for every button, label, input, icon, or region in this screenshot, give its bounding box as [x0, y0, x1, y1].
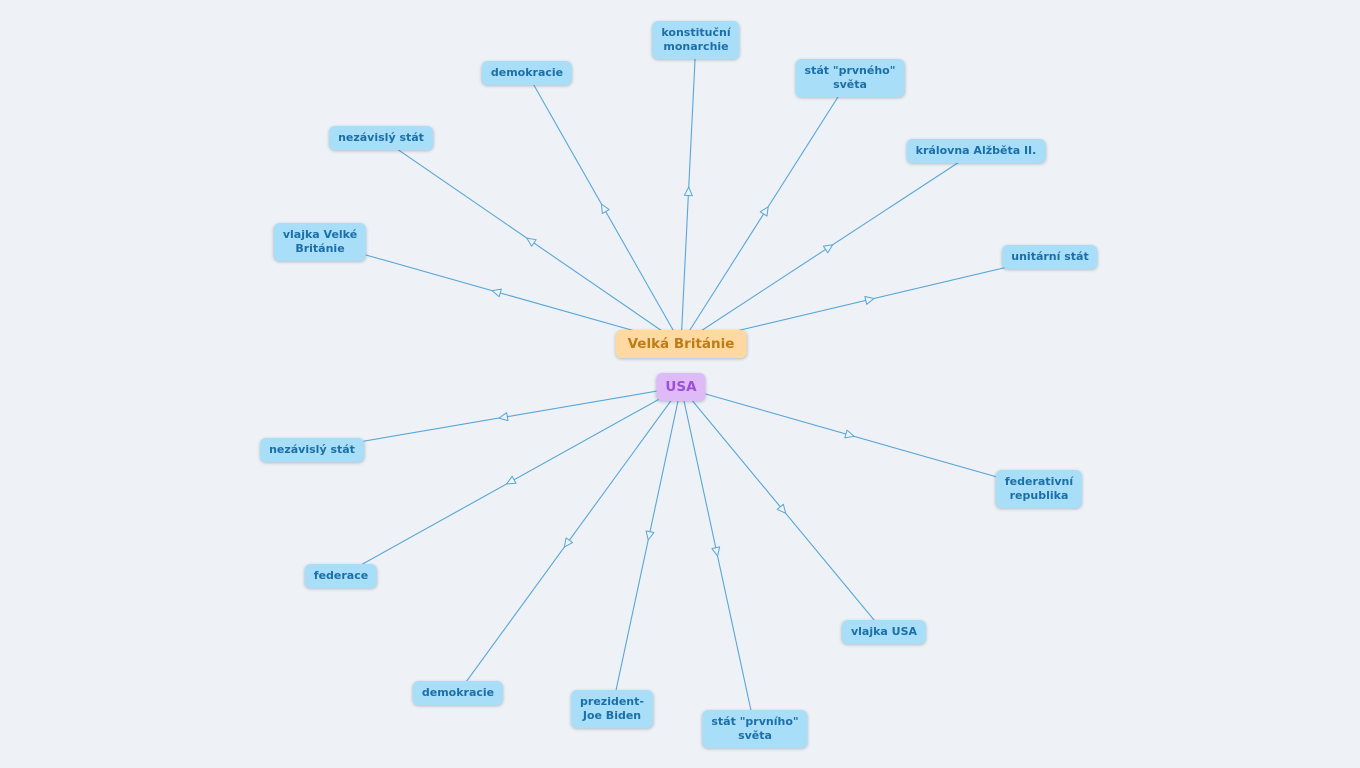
node-label: Británie [295, 242, 345, 255]
node-label: Velká Británie [627, 336, 735, 352]
node-label: nezávislý stát [338, 131, 424, 144]
edge-arrowhead-icon [506, 475, 517, 485]
node-label: světa [833, 78, 867, 91]
edge-arrowhead-icon [711, 546, 721, 557]
edge-arrowhead-icon [498, 412, 509, 422]
node-label: demokracie [490, 66, 564, 79]
edge-line [611, 386, 682, 710]
edge-arrowhead-icon [645, 530, 655, 541]
node-label: královna Alžběta II. [915, 144, 1037, 157]
node-label: stát "prvního" [711, 715, 799, 728]
edge-arrowhead-icon [601, 203, 610, 215]
edge-arrowhead-icon [683, 186, 693, 197]
node-uk-kralovna-alzbeta[interactable]: královna Alžběta II. [906, 139, 1046, 163]
node-label: unitární stát [1011, 250, 1089, 263]
node-label: monarchie [663, 40, 729, 53]
node-uk-nezavisly-stat[interactable]: nezávislý stát [329, 126, 433, 150]
node-uk-demokracie[interactable]: demokracie [481, 61, 573, 85]
node-label: federativní [1004, 475, 1074, 488]
edge-arrowhead-icon [864, 296, 875, 305]
edge-line [680, 386, 1040, 490]
node-label: republika [1009, 489, 1069, 502]
node-label: vlajka USA [850, 625, 918, 638]
node-label: vlajka Velké [282, 228, 358, 241]
node-uk-unitarni-stat[interactable]: unitární stát [1002, 245, 1098, 269]
edge-arrowhead-icon [491, 288, 502, 298]
edge-arrowhead-icon [776, 503, 787, 514]
edge-line [680, 386, 756, 730]
node-usa[interactable]: USA [656, 373, 706, 401]
node-label: USA [665, 379, 697, 395]
edge-arrowhead-icon [563, 537, 574, 548]
node-label: stát "prvného" [804, 64, 896, 77]
node-usa-demokracie[interactable]: demokracie [412, 681, 504, 705]
node-label: nezávislý stát [269, 443, 355, 456]
node-label: prezident- [580, 695, 644, 708]
node-usa-stat-prvniho-sveta[interactable]: stát "prvního"světa [702, 710, 808, 748]
node-usa-prezident-joe-biden[interactable]: prezident-Joe Biden [571, 690, 653, 728]
edge-arrowhead-icon [822, 244, 834, 254]
node-uk-stat-prvneho-sveta[interactable]: stát "prvného"světa [795, 59, 905, 97]
node-usa-nezavisly-stat[interactable]: nezávislý stát [260, 438, 364, 462]
node-usa-vlajka-usa[interactable]: vlajka USA [841, 620, 927, 644]
node-label: demokracie [421, 686, 495, 699]
edge-arrowhead-icon [526, 237, 537, 247]
node-label: Joe Biden [582, 709, 642, 722]
node-label: federace [313, 569, 369, 582]
node-label: světa [738, 729, 772, 742]
edge-arrowhead-icon [759, 206, 769, 217]
node-uk[interactable]: Velká Británie [615, 330, 747, 358]
node-usa-federace[interactable]: federace [304, 564, 378, 588]
edge-line [311, 386, 682, 451]
node-label: konstituční [661, 26, 731, 39]
edge-arrowhead-icon [844, 429, 855, 439]
